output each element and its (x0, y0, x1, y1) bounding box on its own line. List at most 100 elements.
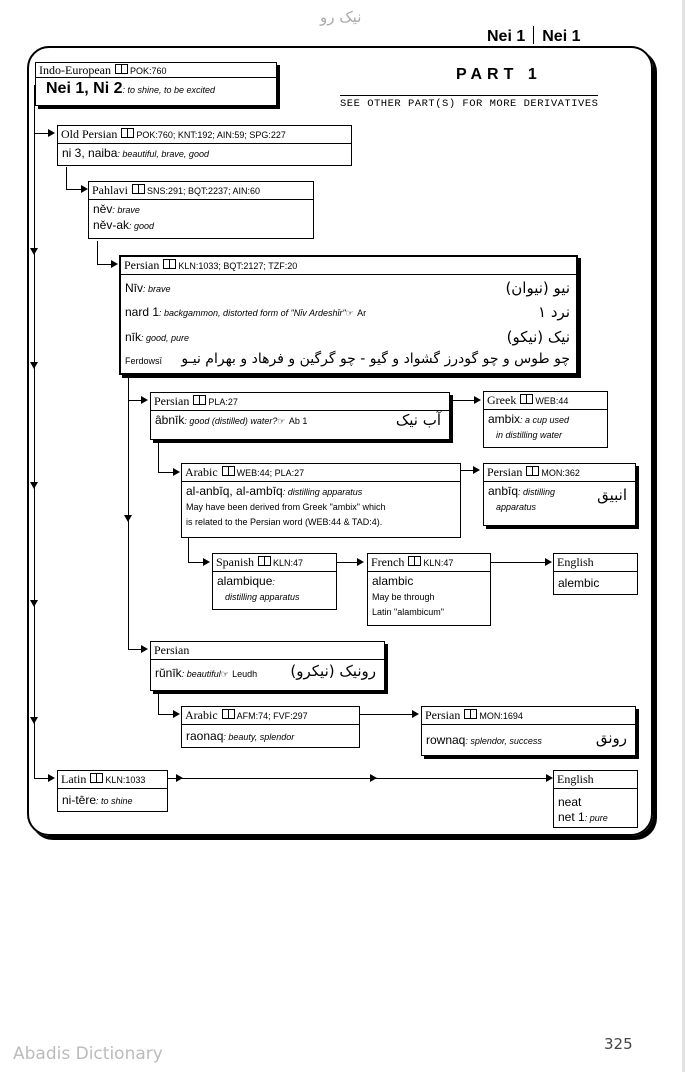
french-note-1: May be through (372, 592, 435, 602)
pointing-hand-icon: ☞ (277, 416, 286, 426)
root-ref: POK:760 (129, 66, 167, 76)
page-number: 325 (604, 1035, 633, 1053)
english-net-word: net 1 (558, 810, 585, 824)
connector (158, 472, 173, 473)
book-icon (520, 394, 534, 404)
arrow-icon (48, 129, 55, 137)
book-icon (408, 556, 422, 566)
persian-rownaq-word: rownaq (426, 733, 466, 747)
book-icon (221, 466, 235, 476)
french-word: alambic (372, 574, 414, 588)
persian-abnik-lang: Persian (154, 394, 190, 408)
english-net-def: : pure (584, 813, 608, 823)
arrow-icon (412, 710, 419, 718)
connector (491, 562, 545, 563)
persian-main-ref: KLN:1033; BQT:2127; TZF:20 (178, 261, 298, 271)
arrow-icon (111, 260, 118, 268)
book-icon (90, 773, 104, 783)
connector (66, 167, 67, 189)
arabic-anbiq-lang: Arabic (185, 465, 218, 479)
persian-def-nik: : good, pure (141, 333, 190, 343)
connector (97, 241, 98, 264)
english-neat-lang: English (557, 772, 594, 786)
arrow-icon (546, 774, 553, 782)
persian-anbiq-ref: MON:362 (541, 468, 580, 478)
entry-title: نیک رو (320, 8, 362, 26)
persian-abnik-ref2: Ab 1 (288, 416, 308, 426)
persian-poet: Ferdowsī (125, 356, 163, 366)
root-def: : to shine, to be excited (122, 85, 216, 95)
book-icon (193, 395, 207, 405)
connector (158, 714, 173, 715)
connector (128, 376, 129, 649)
scrollbar-track[interactable] (682, 0, 685, 1072)
site-watermark: Abadis Dictionary (13, 1044, 163, 1064)
greek-def-2: in distilling water (496, 430, 563, 440)
arabic-raonaq-lang: Arabic (185, 708, 218, 722)
persian-fa-nard: نرد ۱ (538, 303, 570, 321)
connector (188, 538, 189, 562)
english-alembic-lang: English (557, 555, 594, 569)
persian-runik-lang: Persian (154, 643, 190, 657)
arabic-anbiq-def: : distilling apparatus (282, 487, 363, 497)
connector (66, 189, 82, 190)
arabic-anbiq-ref: WEB:44; PLA:27 (236, 468, 305, 478)
arabic-anbiq-note-1: May have been derived from Greek "ambix"… (186, 502, 386, 512)
persian-verse: چو طوس و چو گودرز گشواد و گیو - چو گرگین… (181, 351, 570, 367)
pointing-hand-icon: ☞ (345, 308, 354, 318)
pahlavi-lang: Pahlavi (92, 183, 128, 197)
connector (158, 692, 159, 714)
header-right: Nei 1 (542, 28, 581, 45)
book-icon (526, 466, 540, 476)
connector (461, 470, 473, 471)
connector (128, 649, 141, 650)
book-icon (114, 64, 128, 74)
book-icon (163, 259, 177, 269)
connector (360, 714, 412, 715)
arrow-icon (173, 468, 180, 476)
french-ref: KLN:47 (423, 558, 454, 568)
root-lang: Indo-European (39, 63, 111, 77)
persian-def-nard: : backgammon, distorted form of "Nīv Ard… (159, 308, 346, 318)
connector (158, 442, 159, 472)
arrow-icon (30, 717, 38, 724)
persian-runik-word: rŭnīk (155, 666, 182, 680)
connector (97, 264, 111, 265)
diagram-frame (27, 46, 653, 836)
connector (188, 562, 203, 563)
arrow-icon (30, 248, 38, 255)
persian-def-nard-ref: Ar (357, 308, 367, 318)
old-persian-def: : beautiful, brave, good (117, 149, 209, 159)
greek-lang: Greek (487, 393, 517, 407)
spanish-ref: KLN:47 (273, 558, 304, 568)
connector (337, 562, 357, 563)
persian-anbiq-lang: Persian (487, 465, 523, 479)
arrow-icon (141, 396, 148, 404)
persian-anbiq-word: anbīq (488, 484, 519, 498)
arrow-icon (357, 558, 364, 566)
spanish-word: alambique (217, 574, 273, 588)
persian-fa-nik: نیک (نیکو) (506, 328, 570, 346)
connector (34, 778, 48, 779)
persian-word-niv: Nīv (125, 281, 143, 295)
arabic-raonaq-ref: AFM:74; FVF:297 (236, 711, 308, 721)
spanish-lang: Spanish (216, 555, 255, 569)
persian-fa-niv: نیو (نیوان) (505, 279, 570, 297)
pointing-hand-icon: ☞ (220, 669, 229, 679)
persian-abnik-def: : good (distilled) water? (184, 416, 278, 426)
arrow-icon (48, 774, 55, 782)
persian-main-lang: Persian (124, 258, 160, 272)
trunk-line-main (34, 85, 35, 779)
english-alembic-word: alembic (558, 576, 600, 590)
